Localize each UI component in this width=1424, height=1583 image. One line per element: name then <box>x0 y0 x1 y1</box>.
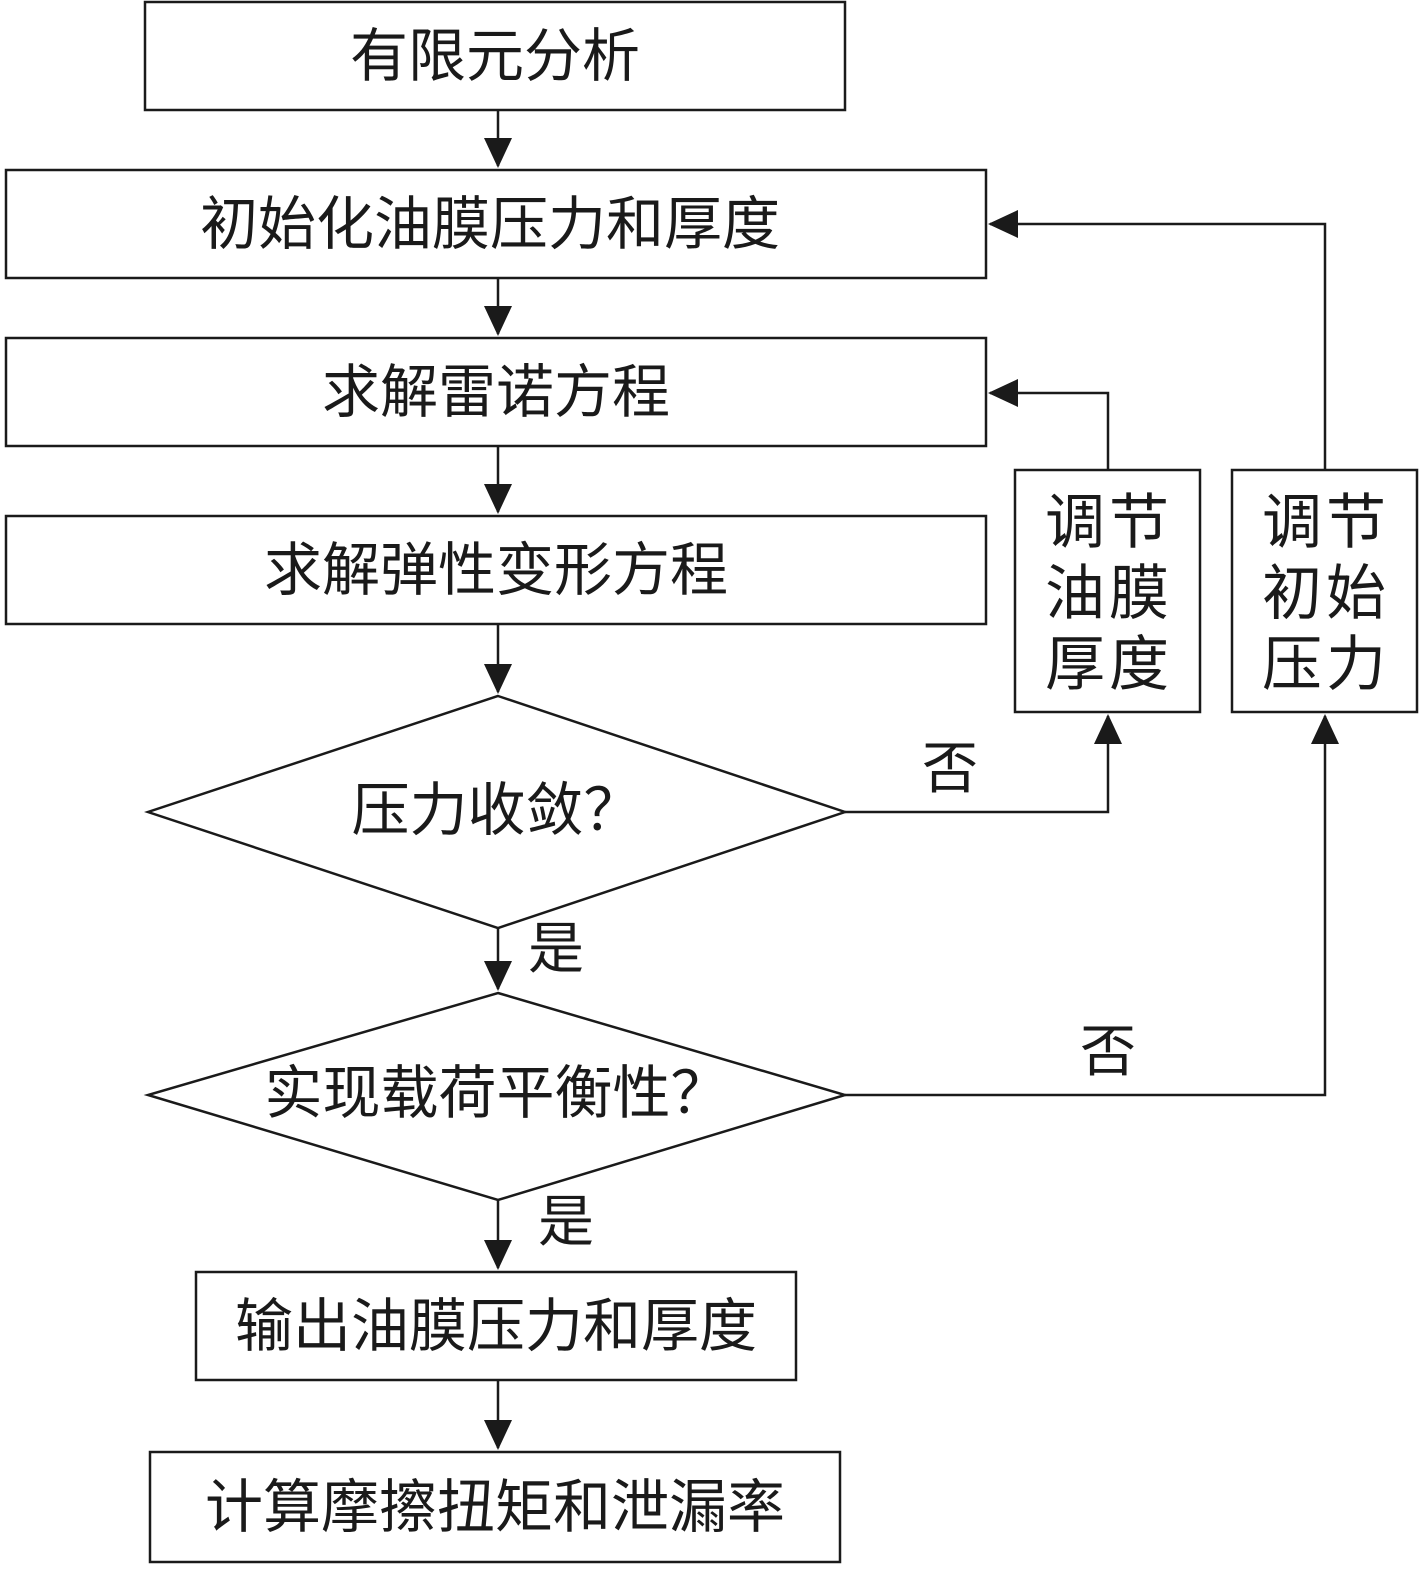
label-yes-load: 是 <box>538 1190 594 1255</box>
step-output: 输出油膜压力和厚度 <box>234 1292 757 1360</box>
label-no-pressure: 否 <box>922 737 978 802</box>
step-init: 初始化油膜压力和厚度 <box>199 190 780 258</box>
step-elastic: 求解弹性变形方程 <box>263 536 728 604</box>
arrowhead <box>1311 714 1339 744</box>
arrowhead <box>484 961 512 991</box>
box-init <box>4 168 988 280</box>
step-reynolds: 求解雷诺方程 <box>321 358 670 426</box>
label-no-load: 否 <box>1080 1020 1136 1085</box>
step-compute: 计算摩擦扭矩和泄漏率 <box>204 1473 785 1541</box>
label-yes-pressure: 是 <box>528 917 584 982</box>
arrow-no-to-thickness <box>845 716 1110 814</box>
decision-pressure-converge: 压力收敛？ <box>351 776 642 844</box>
decision-load-balance: 实现载荷平衡性？ <box>264 1059 729 1127</box>
arrowhead <box>484 1420 512 1450</box>
box-output <box>194 1270 798 1382</box>
box-compute <box>148 1450 842 1564</box>
arrowhead <box>484 484 512 514</box>
box-reynolds <box>4 336 988 448</box>
arrow-thickness-to-reynolds <box>990 391 1110 470</box>
arrow-no-to-pressure <box>845 716 1327 1097</box>
arrowhead <box>484 664 512 694</box>
arrowhead <box>988 379 1018 407</box>
arrowhead <box>484 138 512 168</box>
step-fea: 有限元分析 <box>349 22 640 90</box>
adjust-initial-pressure: 调节初始压力 <box>1262 488 1390 700</box>
arrowhead <box>1094 714 1122 744</box>
adjust-film-thickness: 调节油膜厚度 <box>1045 488 1173 700</box>
arrowhead <box>484 306 512 336</box>
box-fea <box>143 0 847 112</box>
arrowhead <box>988 210 1018 238</box>
arrowhead <box>484 1240 512 1270</box>
arrow-pressure-to-init <box>990 222 1327 470</box>
box-elastic <box>4 514 988 626</box>
